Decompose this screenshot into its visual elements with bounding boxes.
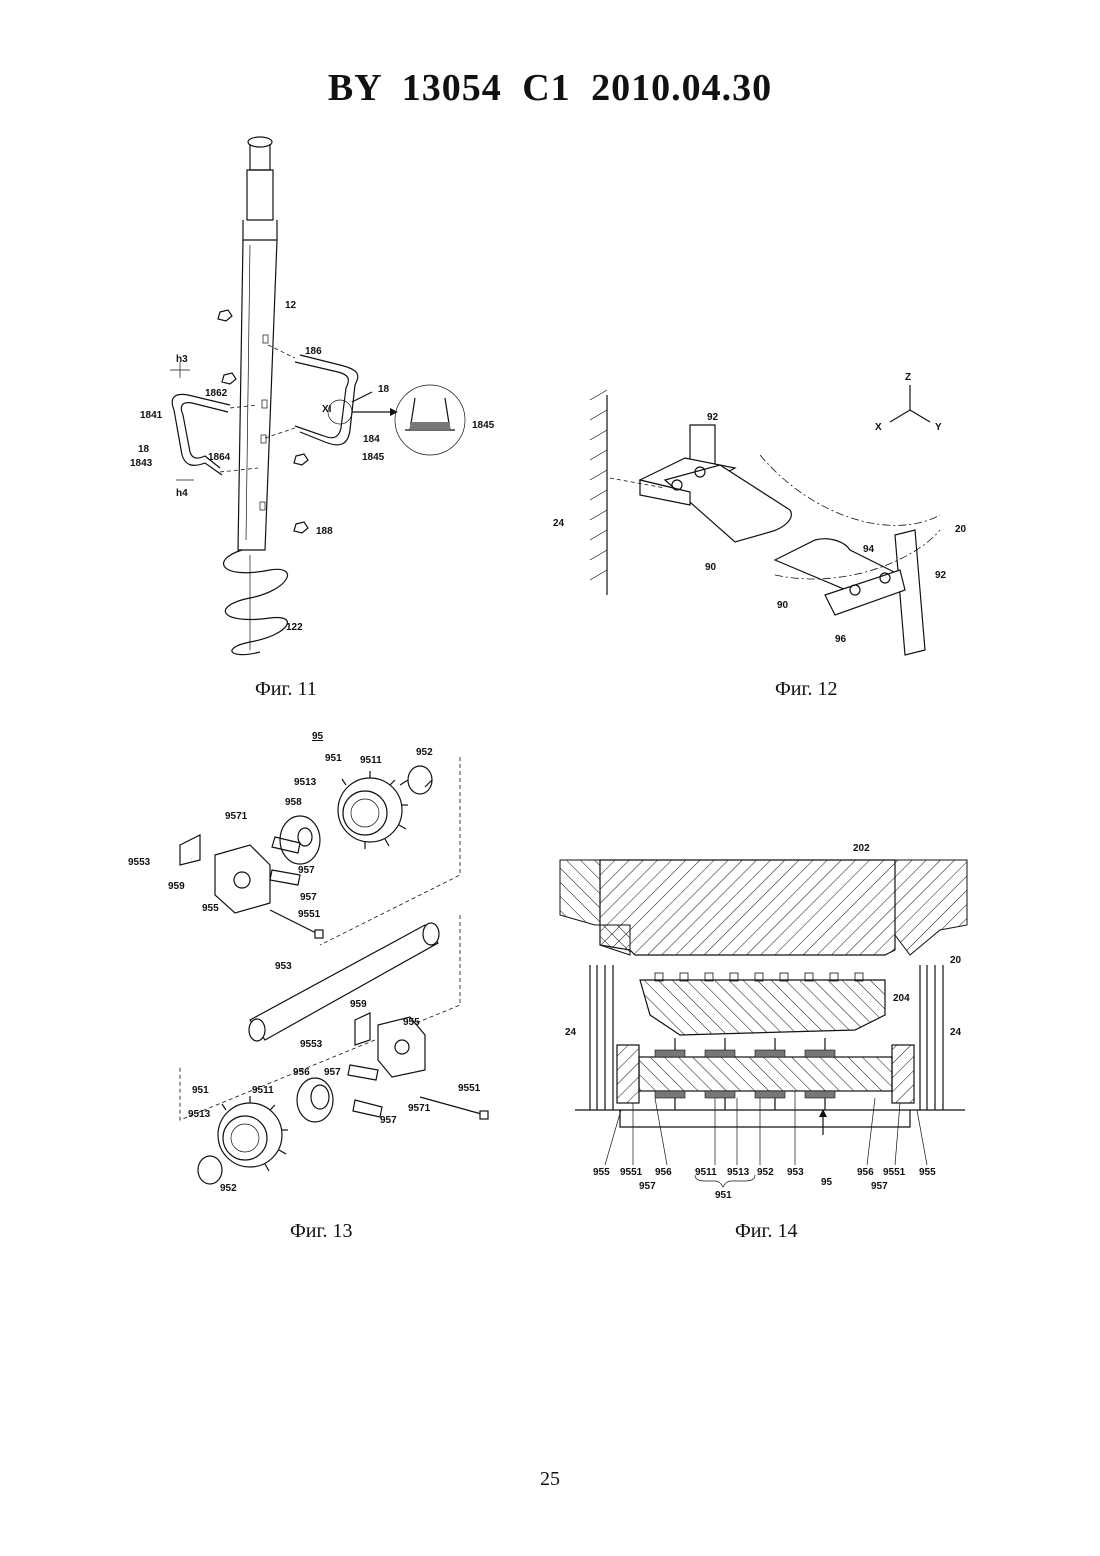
fig14-label-204: 204 bbox=[893, 993, 910, 1004]
fig11-label-1862: 1862 bbox=[205, 388, 228, 399]
fig13-label-957-b: 957 bbox=[300, 892, 317, 903]
fig11-label-186: 186 bbox=[305, 346, 322, 357]
page-number: 25 bbox=[0, 1468, 1100, 1491]
fig11-label-122: 122 bbox=[286, 622, 303, 633]
fig13-label-958: 958 bbox=[285, 797, 302, 808]
fig14-label-955-left: 955 bbox=[593, 1167, 610, 1178]
fig13-label-955-lower: 955 bbox=[403, 1017, 420, 1028]
fig14-label-953: 953 bbox=[787, 1167, 804, 1178]
fig12-label-X: X bbox=[875, 422, 882, 433]
fig12-label-24: 24 bbox=[553, 518, 565, 529]
fig13-label-956: 956 bbox=[293, 1067, 310, 1078]
fig14-label-9513: 9513 bbox=[727, 1167, 750, 1178]
fig14-label-9551-right: 9551 bbox=[883, 1167, 906, 1178]
fig14-label-952: 952 bbox=[757, 1167, 774, 1178]
fig13-label-957-d: 957 bbox=[380, 1115, 397, 1126]
fig13-label-9571: 9571 bbox=[225, 811, 248, 822]
fig14-label-9551-left: 9551 bbox=[620, 1167, 643, 1178]
fig13-label-952: 952 bbox=[416, 747, 433, 758]
figure-12: Z X Y 92 24 90 94 20 92 90 96 Фиг. 12 bbox=[545, 360, 985, 670]
fig13-label-9571-lower: 9571 bbox=[408, 1103, 431, 1114]
fig13-label-9551-lower: 9551 bbox=[458, 1083, 481, 1094]
figure-11: 12 186 h3 1862 18 XI 1841 18 1843 1864 h… bbox=[110, 130, 510, 670]
fig11-label-18-right: 18 bbox=[378, 384, 390, 395]
figure-13: 95 951 9511 952 9513 958 9571 9553 959 9… bbox=[120, 725, 520, 1245]
fig12-label-92-top: 92 bbox=[707, 412, 719, 423]
figure-14-caption: Фиг. 14 bbox=[735, 1220, 797, 1243]
fig14-label-956-right: 956 bbox=[857, 1167, 874, 1178]
fig11-label-184: 184 bbox=[363, 434, 380, 445]
figure-14: 202 20 204 24 24 955 9551 956 9511 9513 … bbox=[555, 835, 975, 1245]
fig14-label-9511: 9511 bbox=[695, 1167, 717, 1178]
fig13-label-957-c: 957 bbox=[324, 1067, 341, 1078]
fig13-label-953: 953 bbox=[275, 961, 292, 972]
fig12-label-92-bottom: 92 bbox=[935, 570, 947, 581]
figure-13-drawing: 95 951 9511 952 9513 958 9571 9553 959 9… bbox=[120, 725, 520, 1205]
fig12-label-Y: Y bbox=[935, 422, 942, 433]
figure-12-caption: Фиг. 12 bbox=[775, 678, 837, 701]
fig14-label-20: 20 bbox=[950, 955, 962, 966]
fig11-label-1864: 1864 bbox=[208, 452, 231, 463]
fig14-label-957-right: 957 bbox=[871, 1181, 888, 1192]
fig13-label-9513: 9513 bbox=[294, 777, 317, 788]
fig13-label-9513-lower: 9513 bbox=[188, 1109, 211, 1120]
figure-11-drawing: 12 186 h3 1862 18 XI 1841 18 1843 1864 h… bbox=[110, 130, 510, 670]
fig11-label-1841: 1841 bbox=[140, 410, 163, 421]
fig11-label-1843: 1843 bbox=[130, 458, 153, 469]
fig13-label-959: 959 bbox=[168, 881, 185, 892]
fig11-label-188: 188 bbox=[316, 526, 333, 537]
fig13-label-951-lower: 951 bbox=[192, 1085, 209, 1096]
fig12-label-Z: Z bbox=[905, 372, 911, 383]
fig12-label-96: 96 bbox=[835, 634, 847, 645]
figure-14-drawing: 202 20 204 24 24 955 9551 956 9511 9513 … bbox=[555, 835, 975, 1200]
figure-13-caption: Фиг. 13 bbox=[290, 1220, 352, 1243]
fig11-label-h4: h4 bbox=[176, 488, 188, 499]
fig11-label-18-left: 18 bbox=[138, 444, 150, 455]
fig13-label-9511-lower: 9511 bbox=[252, 1085, 274, 1096]
fig13-label-959-lower: 959 bbox=[350, 999, 367, 1010]
fig11-label-XI: XI bbox=[322, 404, 332, 415]
fig14-label-24-right: 24 bbox=[950, 1027, 962, 1038]
fig13-label-9553: 9553 bbox=[128, 857, 151, 868]
fig14-label-957-left: 957 bbox=[639, 1181, 656, 1192]
fig11-label-1845-detail: 1845 bbox=[472, 420, 495, 431]
fig14-label-956-left: 956 bbox=[655, 1167, 672, 1178]
fig13-label-9551: 9551 bbox=[298, 909, 321, 920]
fig14-label-202: 202 bbox=[853, 843, 870, 854]
fig12-label-20: 20 bbox=[955, 524, 967, 535]
fig11-label-12: 12 bbox=[285, 300, 297, 311]
fig14-label-24-left: 24 bbox=[565, 1027, 577, 1038]
figure-12-drawing: Z X Y 92 24 90 94 20 92 90 96 bbox=[545, 360, 985, 670]
fig13-label-9511: 9511 bbox=[360, 755, 382, 766]
fig13-label-951: 951 bbox=[325, 753, 342, 764]
fig12-label-90-bottom: 90 bbox=[777, 600, 789, 611]
figure-11-caption: Фиг. 11 bbox=[255, 678, 317, 701]
fig13-label-95: 95 bbox=[312, 731, 324, 742]
fig13-label-9553-lower: 9553 bbox=[300, 1039, 323, 1050]
fig13-label-952-lower: 952 bbox=[220, 1183, 237, 1194]
fig13-label-957-a: 957 bbox=[298, 865, 315, 876]
fig14-label-955-right: 955 bbox=[919, 1167, 936, 1178]
patent-header: BY 13054 C1 2010.04.30 bbox=[0, 66, 1100, 110]
fig11-label-h3: h3 bbox=[176, 354, 188, 365]
fig12-label-90-top: 90 bbox=[705, 562, 717, 573]
fig11-label-1845: 1845 bbox=[362, 452, 385, 463]
fig13-label-955: 955 bbox=[202, 903, 219, 914]
fig14-label-951: 951 bbox=[715, 1190, 732, 1201]
fig12-label-94: 94 bbox=[863, 544, 875, 555]
fig14-label-95: 95 bbox=[821, 1177, 833, 1188]
